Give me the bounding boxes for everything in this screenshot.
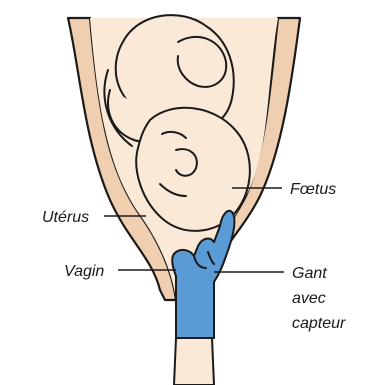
label-gant-line1: Gant	[292, 265, 327, 282]
forearm	[174, 338, 214, 385]
label-uterus: Utérus	[42, 209, 89, 226]
label-gant-line2: avec	[292, 290, 326, 307]
label-vagin: Vagin	[64, 263, 104, 280]
label-gant-line3: capteur	[292, 315, 346, 332]
label-foetus: Fœtus	[290, 181, 336, 198]
